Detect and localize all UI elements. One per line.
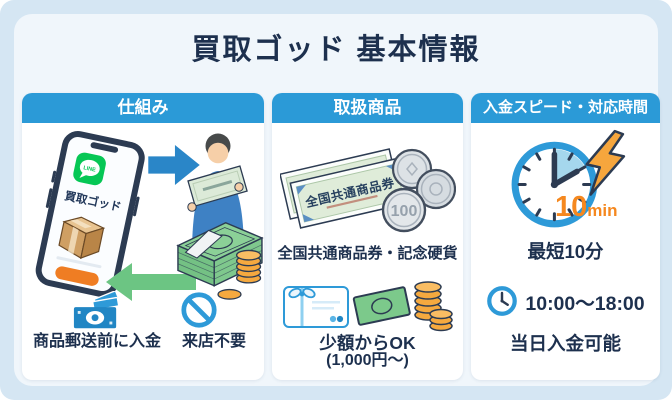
products-subcaption2: (1,000円〜) — [326, 352, 409, 369]
arrow-right-icon — [148, 145, 200, 185]
cash-stack-icon — [170, 217, 268, 301]
products-caption: 全国共通商品券・記念硬貨 — [277, 245, 458, 262]
speed-line1: 最短10分 — [527, 241, 604, 262]
banknote-green-icon — [352, 286, 411, 326]
smartphone-icon: LINE 買取ゴッド — [18, 121, 162, 309]
card-speed: 入金スピード・対応時間 — [471, 93, 660, 380]
ten-min-number: 10 — [555, 191, 588, 223]
no-entry-icon — [180, 291, 218, 329]
banknote-icon — [72, 290, 120, 331]
card-mechanism-header: 仕組み — [22, 93, 264, 123]
coins-icon: 100 — [381, 148, 457, 233]
gift-card-icon — [282, 279, 453, 333]
business-hours: 10:00〜18:00 — [525, 292, 645, 315]
arrow-left-icon — [106, 263, 196, 301]
feature-label-payment: 商品郵送前に入金 — [32, 333, 161, 350]
stopwatch-icon — [499, 129, 635, 235]
business-hours-row: 10:00〜18:00 — [471, 285, 660, 317]
clock-icon — [487, 286, 518, 316]
card-products: 取扱商品 全国共通商品券 — [272, 93, 463, 380]
gift-certificate-icon: 全国共通商品券 100 — [279, 133, 457, 235]
page-title: 買取ゴッド 基本情報 — [191, 34, 481, 66]
card-products-header: 取扱商品 — [272, 93, 463, 123]
speed-line3: 当日入金可能 — [509, 333, 621, 354]
package-icon — [58, 216, 106, 259]
products-subcaption: 少額からOK — [319, 333, 416, 353]
line-label: LINE — [83, 165, 97, 174]
ten-min-unit: min — [587, 201, 618, 220]
coin-stack-icon — [414, 281, 453, 332]
card-speed-header: 入金スピード・対応時間 — [471, 93, 660, 123]
card-mechanism: 仕組み LINE 買取ゴッド — [22, 93, 264, 380]
ten-min-badge: 10min — [555, 193, 618, 222]
feature-label-no-visit: 来店不要 — [181, 333, 246, 350]
line-icon: LINE — [73, 152, 106, 186]
coin-value: 100 — [391, 203, 418, 220]
lightning-icon — [585, 129, 626, 196]
